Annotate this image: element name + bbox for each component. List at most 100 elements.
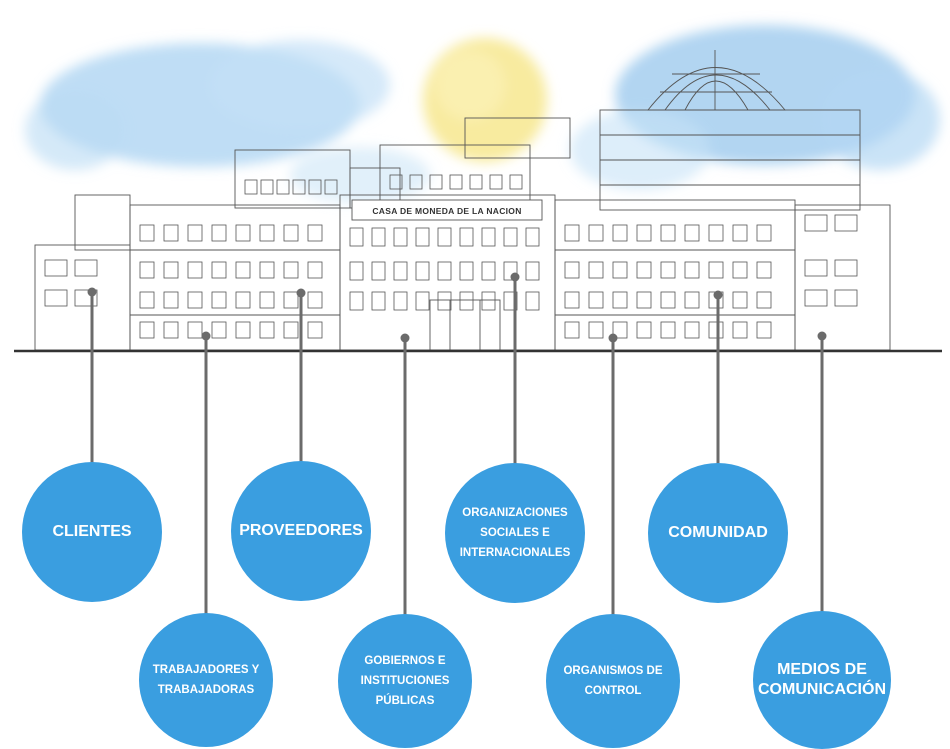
window [437, 227, 452, 247]
window [276, 179, 290, 195]
window [260, 179, 274, 195]
window [503, 261, 518, 281]
window [235, 291, 251, 309]
anchor-dot [400, 333, 410, 343]
window [437, 261, 452, 281]
window [163, 291, 179, 309]
window [660, 291, 676, 309]
window [732, 291, 748, 309]
window [612, 261, 628, 279]
window [459, 227, 474, 247]
anchor-dot [713, 290, 723, 300]
window [612, 321, 628, 339]
window [564, 261, 580, 279]
stakeholder-organismos[interactable]: ORGANISMOS DE CONTROL [546, 614, 680, 748]
building-windows [44, 174, 858, 339]
window [612, 224, 628, 242]
window [708, 224, 724, 242]
window [74, 259, 98, 277]
window [283, 291, 299, 309]
window [259, 224, 275, 242]
window [588, 224, 604, 242]
stakeholder-organizaciones[interactable]: ORGANIZACIONES SOCIALES E INTERNACIONALE… [445, 463, 585, 603]
window [292, 179, 306, 195]
window [324, 179, 338, 195]
window [481, 291, 496, 311]
window [211, 321, 227, 339]
window [163, 261, 179, 279]
window [139, 261, 155, 279]
window [283, 261, 299, 279]
window [503, 291, 518, 311]
window [211, 224, 227, 242]
stakeholder-label: MEDIOS DE COMUNICACIÓN [758, 661, 886, 698]
stakeholder-label: COMUNIDAD [668, 524, 768, 541]
stakeholder-gobiernos[interactable]: GOBIERNOS E INSTITUCIONES PÚBLICAS [338, 614, 472, 748]
window [732, 224, 748, 242]
window [459, 291, 474, 311]
window [564, 224, 580, 242]
window [804, 259, 828, 277]
window [449, 174, 463, 190]
window [244, 179, 258, 195]
window [481, 261, 496, 281]
stakeholder-clientes[interactable]: CLIENTES [22, 462, 162, 602]
window [139, 291, 155, 309]
stakeholder-label: ORGANISMOS DE CONTROL [563, 665, 663, 697]
window [187, 321, 203, 339]
window [732, 321, 748, 339]
window [684, 291, 700, 309]
sun-watercolor [423, 38, 547, 162]
window [756, 261, 772, 279]
window [139, 224, 155, 242]
anchor-dot [817, 331, 827, 341]
window [349, 291, 364, 311]
window [235, 321, 251, 339]
window [259, 261, 275, 279]
window [187, 224, 203, 242]
window [283, 321, 299, 339]
anchor-dot [201, 331, 211, 341]
stakeholder-medios[interactable]: MEDIOS DE COMUNICACIÓN [753, 611, 891, 749]
window [525, 291, 540, 311]
stakeholder-label: GOBIERNOS E INSTITUCIONES PÚBLICAS [360, 655, 450, 707]
window [259, 321, 275, 339]
window [415, 261, 430, 281]
window [804, 289, 828, 307]
anchor-dot [296, 288, 306, 298]
window [525, 227, 540, 247]
stakeholder-trabajadores[interactable]: TRABAJADORES Y TRABAJADORAS [139, 613, 273, 747]
building-drawing [34, 50, 891, 351]
stakeholder-label: ORGANIZACIONES SOCIALES E INTERNACIONALE… [459, 507, 571, 559]
window [564, 321, 580, 339]
anchor-dot [87, 287, 97, 297]
window [509, 174, 523, 190]
window [636, 224, 652, 242]
stakeholder-comunidad[interactable]: COMUNIDAD [648, 463, 788, 603]
window [415, 227, 430, 247]
stakeholder-label: PROVEEDORES [239, 522, 363, 539]
window [437, 291, 452, 311]
anchor-dot [608, 333, 618, 343]
window [525, 261, 540, 281]
window [349, 261, 364, 281]
window [756, 224, 772, 242]
window [636, 291, 652, 309]
window [187, 261, 203, 279]
window [349, 227, 364, 247]
window [163, 321, 179, 339]
window [307, 261, 323, 279]
window [834, 259, 858, 277]
window [834, 289, 858, 307]
window [371, 227, 386, 247]
window [235, 261, 251, 279]
window [283, 224, 299, 242]
building-sign: CASA DE MONEDA DE LA NACION [372, 206, 521, 216]
window [756, 291, 772, 309]
window [684, 261, 700, 279]
window [393, 227, 408, 247]
stakeholder-proveedores[interactable]: PROVEEDORES [231, 461, 371, 601]
window [708, 321, 724, 339]
window [44, 289, 68, 307]
window [371, 291, 386, 311]
